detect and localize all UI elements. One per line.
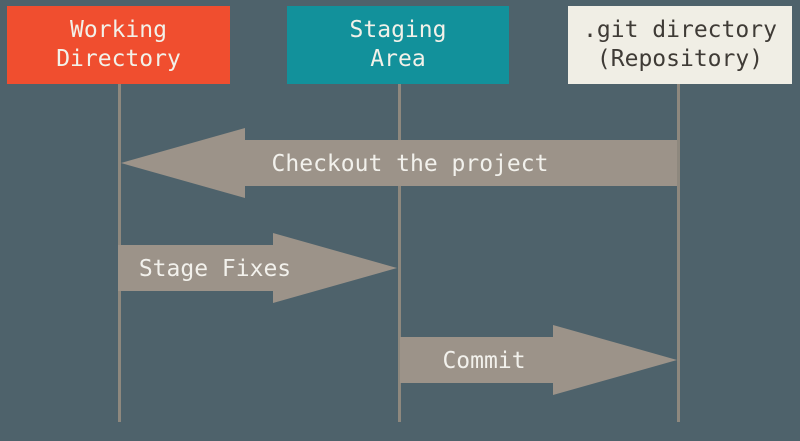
checkout-arrow-shaft [245,140,677,186]
git-directory-label-line2: (Repository) [596,46,764,72]
commit-arrowhead-icon [553,325,677,395]
working-directory-label-line2: Directory [56,46,181,72]
git-directory-label-line1: .git directory [583,17,777,43]
git-directory-lifeline [677,84,680,422]
staging-area-lifeline [398,84,401,422]
commit-arrow-label: Commit [442,348,526,374]
staging-area-box: Staging Area [287,6,509,84]
git-directory-box: .git directory (Repository) [568,6,792,84]
stage-fixes-arrow-label: Stage Fixes [138,256,292,282]
working-directory-box: Working Directory [7,6,230,84]
stage-fixes-arrowhead-icon [273,233,397,303]
checkout-arrow-label: Checkout the project [271,151,549,177]
commit-arrow-shaft [400,337,553,383]
staging-area-label-line1: Staging [349,17,447,43]
checkout-arrowhead-icon [121,128,245,198]
staging-area-label-line2: Area [370,46,426,72]
stage-fixes-arrow-shaft [118,245,273,291]
working-directory-label-line1: Working [70,17,167,43]
